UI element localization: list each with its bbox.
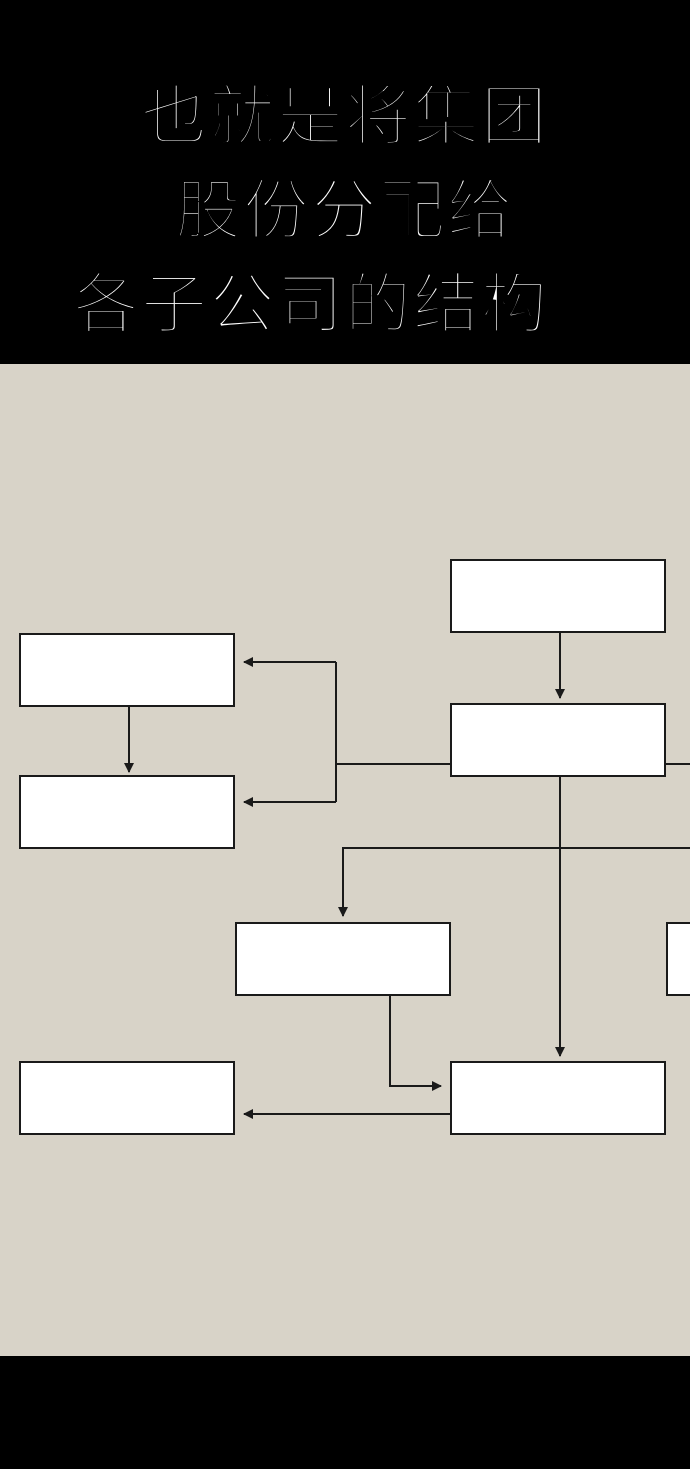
edge-branch-to-center-mid (338, 847, 690, 917)
caption-line-3: 各子公司的结构。 (72, 265, 617, 344)
node-box-bottom-left (19, 1061, 235, 1135)
edge-center-mid-to-bottom-right (389, 995, 442, 1091)
node-box-center-mid (235, 922, 451, 996)
node-box-top-right (450, 559, 666, 633)
org-structure-diagram (0, 364, 690, 1356)
caption-line-2: 股份分配给 (174, 171, 515, 250)
caption-text: 也就是将集团 股份分配给 各子公司的结构。 (0, 70, 690, 352)
node-box-middle-left (19, 775, 235, 849)
node-box-bottom-right (450, 1061, 666, 1135)
connectors (124, 632, 690, 1119)
node-box-far-right-partial (666, 922, 690, 996)
node-boxes (19, 559, 690, 1135)
node-box-upper-left (19, 633, 235, 707)
diagram-canvas (0, 364, 690, 1356)
caption-line-1: 也就是将集团 (140, 77, 549, 156)
node-box-center-right (450, 703, 666, 777)
panel-background (0, 364, 690, 1356)
